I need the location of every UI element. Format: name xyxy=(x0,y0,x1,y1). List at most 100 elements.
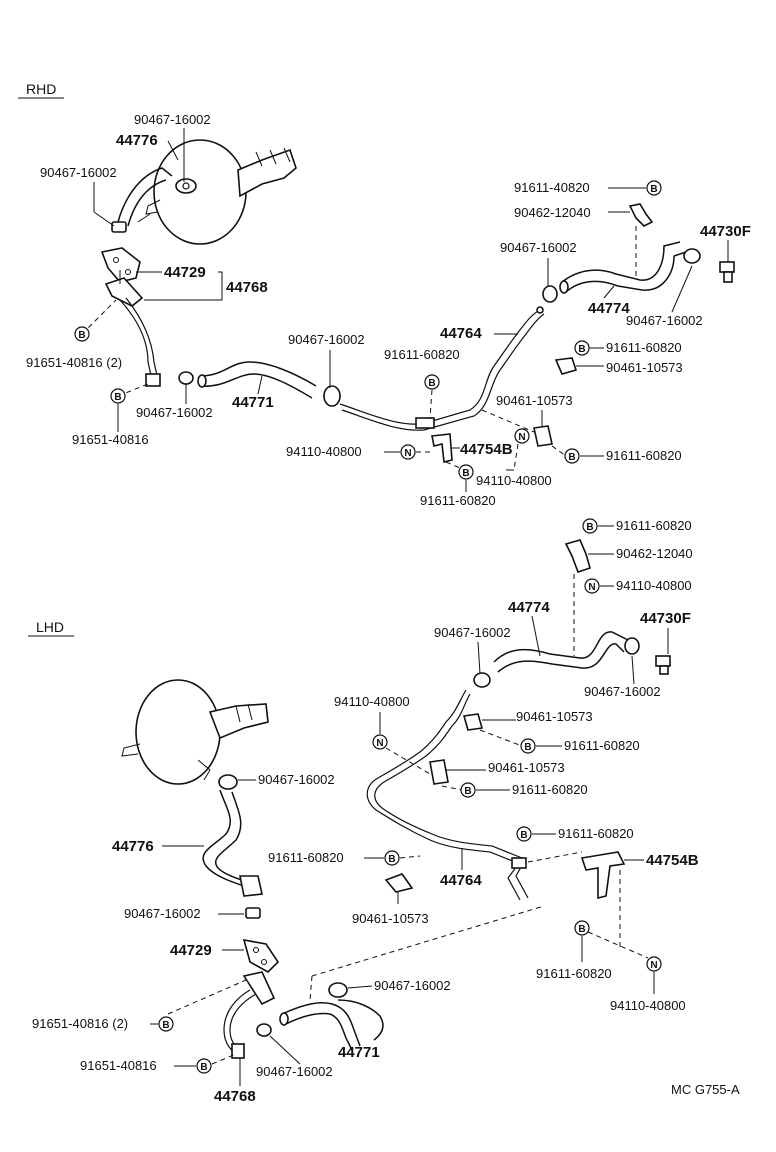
rhd-clamp-90461-b xyxy=(533,425,553,447)
svg-text:B: B xyxy=(650,184,657,195)
lhd-label-90467-f: 90467-16002 xyxy=(256,1064,333,1079)
lhd-bolt-badge-5: B xyxy=(516,826,532,842)
lhd-clamp-90461-a xyxy=(462,713,484,731)
lhd-section-title: LHD xyxy=(36,619,64,635)
lhd-clamp-90461-c xyxy=(384,873,414,893)
lhd-label-90467-d: 90467-16002 xyxy=(124,906,201,921)
rhd-bolt-badge-5: B xyxy=(574,340,590,356)
lhd-bolt-badge-6: B xyxy=(574,920,590,936)
lhd-label-44768: 44768 xyxy=(214,1088,256,1105)
rhd-label-44730F: 44730F xyxy=(700,223,751,240)
lhd-label-44776: 44776 xyxy=(112,838,154,855)
rhd-bolt-badge-3: B xyxy=(424,374,440,390)
lhd-bolt-badge-4: B xyxy=(384,850,400,866)
lhd-nut-badge-1: N xyxy=(584,578,600,594)
rhd-label-91611-top: 91611-40820 xyxy=(514,180,590,195)
rhd-label-90467-center: 90467-16002 xyxy=(288,332,365,347)
rhd-bolt-badge-4: B xyxy=(646,180,662,196)
rhd-bracket-44729 xyxy=(100,247,141,283)
svg-text:B: B xyxy=(114,392,121,403)
svg-text:N: N xyxy=(404,448,411,459)
rhd-label-90467-mid: 90467-16002 xyxy=(136,405,213,420)
svg-text:B: B xyxy=(462,468,469,479)
rhd-brake-booster xyxy=(137,139,297,245)
lhd-clamp-90467-e xyxy=(328,982,348,998)
rhd-label-91611-r: 91611-60820 xyxy=(606,340,682,355)
rhd-label-90461-r: 90461-10573 xyxy=(606,360,683,375)
lhd-hose-44776 xyxy=(202,789,263,897)
rhd-label-90467-r2: 90467-16002 xyxy=(626,313,703,328)
lhd-label-94110-m: 94110-40800 xyxy=(334,694,410,709)
rhd-check-valve xyxy=(719,261,735,283)
lhd-label-90461-b: 90461-10573 xyxy=(488,760,565,775)
lhd-check-valve xyxy=(655,655,671,675)
lhd-bolt-badge-3: B xyxy=(460,782,476,798)
lhd-bracket-44729 xyxy=(242,938,280,973)
lhd-label-44754B: 44754B xyxy=(646,852,699,869)
lhd-bolt-badge-7: B xyxy=(158,1016,174,1032)
svg-text:B: B xyxy=(578,924,585,935)
lhd-clamp-90467-f xyxy=(256,1023,272,1037)
lhd-label-90467-a: 90467-16002 xyxy=(434,625,511,640)
svg-text:B: B xyxy=(568,452,575,463)
rhd-label-91651-a: 91651-40816 (2) xyxy=(26,355,122,370)
lhd-label-90461-c: 90461-10573 xyxy=(352,911,429,926)
lhd-brake-booster xyxy=(121,679,269,785)
rhd-label-44754B: 44754B xyxy=(460,441,513,458)
lhd-label-44774: 44774 xyxy=(508,599,550,616)
rhd-nut-badge-1: N xyxy=(514,428,530,444)
rhd-clamp-90461-r xyxy=(554,357,578,375)
rhd-bolt-badge-7: B xyxy=(458,464,474,480)
lhd-clip-90462 xyxy=(564,539,591,574)
svg-text:B: B xyxy=(162,1020,169,1031)
lhd-label-91611-e: 91611-60820 xyxy=(536,966,612,981)
lhd-label-91611-a: 91611-60820 xyxy=(564,738,640,753)
rhd-label-90461-b: 90461-10573 xyxy=(496,393,573,408)
rhd-label-44729: 44729 xyxy=(164,264,206,281)
svg-text:B: B xyxy=(578,344,585,355)
lhd-pipe-44768 xyxy=(223,971,276,1059)
lhd-label-91611-c: 91611-60820 xyxy=(268,850,344,865)
rhd-hose-44771 xyxy=(178,361,341,407)
rhd-label-91611-bot: 91611-60820 xyxy=(420,493,496,508)
lhd-pipe-44764 xyxy=(366,689,529,901)
lhd-label-91651-b: 91651-40816 xyxy=(80,1058,157,1073)
lhd-label-44729: 44729 xyxy=(170,942,212,959)
svg-text:N: N xyxy=(588,582,595,593)
rhd-pipe-44764 xyxy=(339,306,545,431)
rhd-label-91611-br: 91611-60820 xyxy=(606,448,682,463)
lhd-nut-badge-2: N xyxy=(372,734,388,750)
lhd-section: LHD B 91611-60820 90462-12040 N 94110-40… xyxy=(28,518,699,1105)
lhd-hose-44771 xyxy=(279,999,384,1051)
rhd-section-title: RHD xyxy=(26,81,56,97)
rhd-nut-badge-2: N xyxy=(400,444,416,460)
lhd-bolt-badge-1: B xyxy=(582,518,598,534)
lhd-label-90467-c: 90467-16002 xyxy=(258,772,335,787)
rhd-label-44771: 44771 xyxy=(232,394,274,411)
rhd-bolt-badge-6: B xyxy=(564,448,580,464)
lhd-label-91611-d: 91611-60820 xyxy=(558,826,634,841)
rhd-section: RHD 90467-16002 44776 90467-16002 xyxy=(18,81,751,508)
rhd-label-94110-r: 94110-40800 xyxy=(476,473,552,488)
svg-text:B: B xyxy=(78,330,85,341)
lhd-label-90467-e: 90467-16002 xyxy=(374,978,451,993)
svg-text:N: N xyxy=(376,738,383,749)
rhd-label-90467-left: 90467-16002 xyxy=(40,165,117,180)
lhd-label-44764: 44764 xyxy=(440,872,482,889)
svg-text:B: B xyxy=(200,1062,207,1073)
svg-text:N: N xyxy=(650,960,657,971)
lhd-hose-44774 xyxy=(493,631,629,673)
rhd-label-44768: 44768 xyxy=(226,279,268,296)
lhd-bolt-badge-2: B xyxy=(520,738,536,754)
rhd-label-44776: 44776 xyxy=(116,132,158,149)
svg-text:N: N xyxy=(518,432,525,443)
rhd-label-90467-top: 90467-16002 xyxy=(134,112,211,127)
lhd-bolt-badge-8: B xyxy=(196,1058,212,1074)
rhd-label-44764: 44764 xyxy=(440,325,482,342)
rhd-label-44774: 44774 xyxy=(588,300,630,317)
lhd-label-44730F: 44730F xyxy=(640,610,691,627)
rhd-label-91651-b: 91651-40816 xyxy=(72,432,149,447)
lhd-label-44771: 44771 xyxy=(338,1044,380,1061)
rhd-label-94110-l: 94110-40800 xyxy=(286,444,362,459)
svg-text:B: B xyxy=(388,854,395,865)
